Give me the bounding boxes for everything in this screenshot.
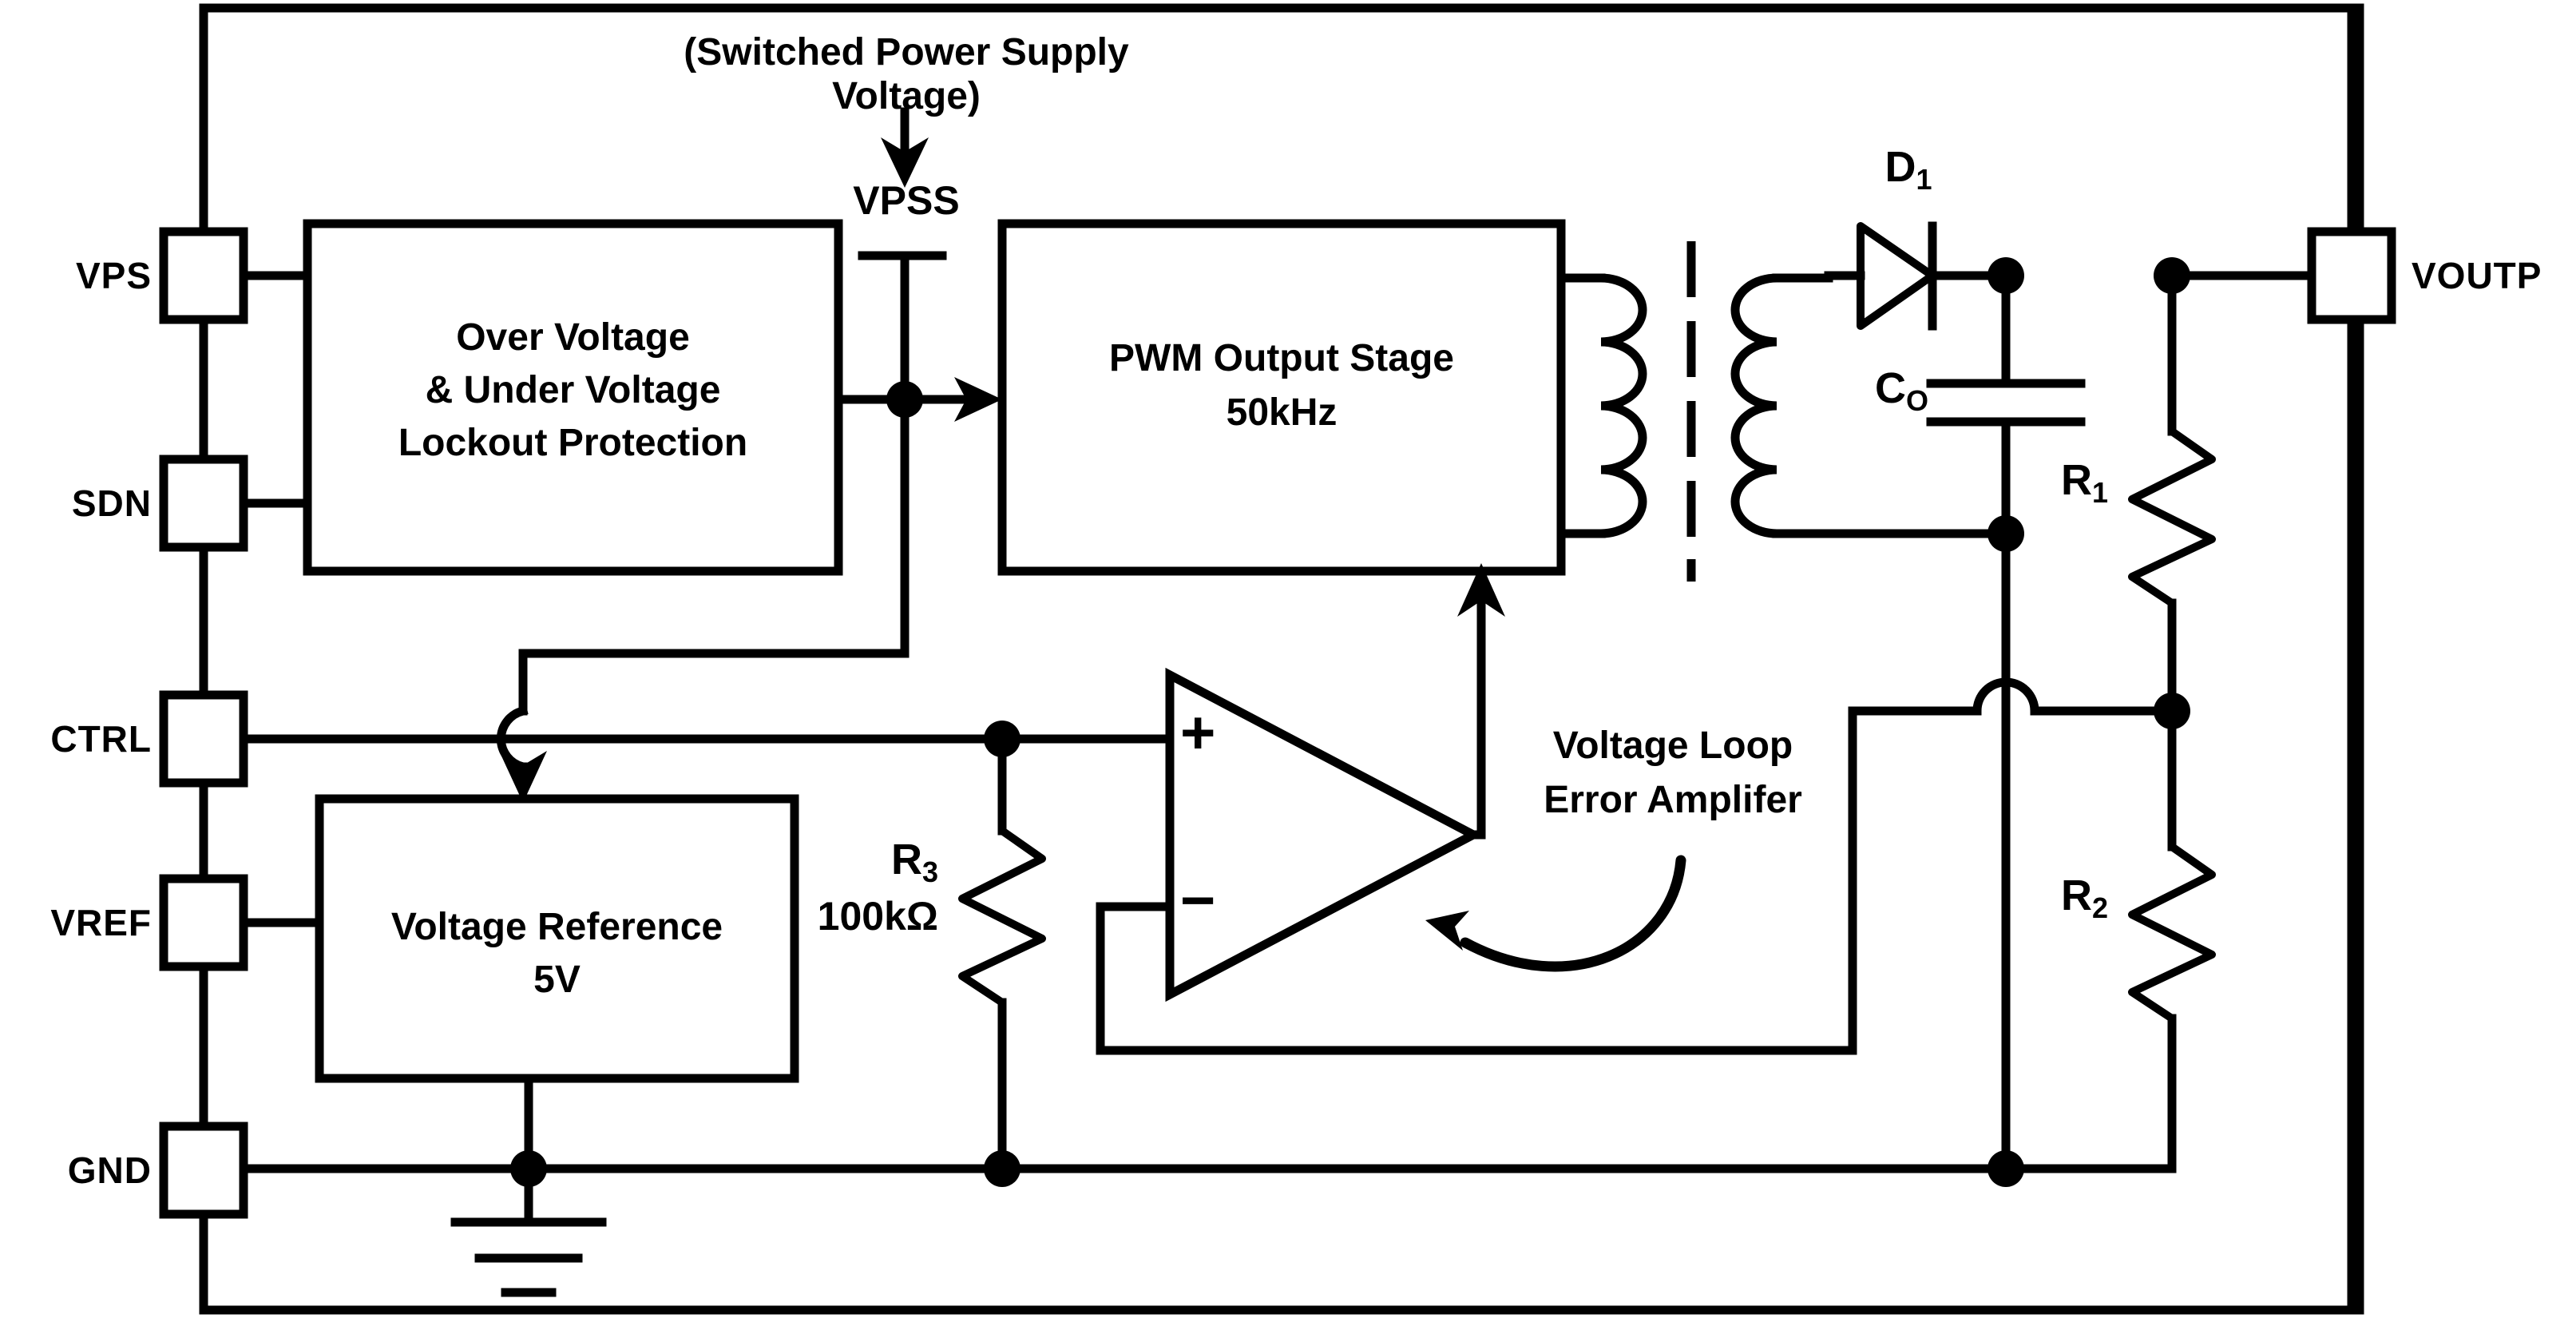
resistor-r3-value-text: 100kΩ bbox=[817, 894, 938, 939]
pin-label-sdn: SDN bbox=[16, 482, 152, 525]
pin-label-vref: VREF bbox=[5, 901, 152, 944]
pin-label-vref-text: VREF bbox=[50, 902, 152, 943]
block-vref-line1: Voltage Reference bbox=[390, 906, 723, 948]
resistor-r2-sub: 2 bbox=[2091, 891, 2108, 925]
diode-d1 bbox=[1824, 221, 2011, 331]
capacitor-co bbox=[1926, 257, 2086, 1187]
vpss-rail-text: VPSS bbox=[853, 178, 960, 223]
error-amp-line1: Voltage Loop bbox=[1552, 725, 1793, 767]
diode-d1-ref: D bbox=[1884, 143, 1916, 191]
resistor-r2-ref: R bbox=[2060, 871, 2092, 919]
pin-pad-voutp[interactable] bbox=[2167, 3, 2396, 1315]
pin-label-ctrl-text: CTRL bbox=[50, 718, 152, 760]
block-protection-line3: Lockout Protection bbox=[398, 422, 748, 465]
opamp-minus-sign: − bbox=[1180, 871, 1244, 931]
supply-annotation-text: (Switched Power Supply Voltage) bbox=[684, 31, 1129, 117]
resistor-r2 bbox=[2128, 693, 2216, 1173]
diode-d1-sub: 1 bbox=[1916, 163, 1932, 197]
pin-pad-sdn[interactable] bbox=[159, 455, 312, 552]
block-pwm-line1: PWM Output Stage bbox=[1109, 337, 1454, 379]
pin-label-vps-text: VPS bbox=[75, 255, 152, 296]
resistor-r1 bbox=[2128, 257, 2216, 716]
pin-pad-ctrl[interactable] bbox=[159, 690, 1007, 788]
block-pwm-output-stage[interactable] bbox=[997, 219, 1566, 576]
pin-label-gnd: GND bbox=[8, 1149, 152, 1192]
block-protection-line1: Over Voltage bbox=[456, 316, 690, 359]
diode-d1-label: D1 bbox=[1837, 142, 1980, 197]
block-protection[interactable] bbox=[303, 219, 843, 576]
pin-label-voutp: VOUTP bbox=[2412, 254, 2576, 297]
resistor-r3-ref: R bbox=[890, 836, 922, 883]
pin-label-sdn-text: SDN bbox=[71, 482, 152, 524]
pin-label-ctrl: CTRL bbox=[8, 717, 152, 760]
resistor-r1-sub: 1 bbox=[2091, 476, 2108, 510]
resistor-r3-label: R3 bbox=[779, 835, 938, 889]
block-pwm-label: PWM Output Stage 50kHz bbox=[1002, 332, 1561, 440]
transformer bbox=[1556, 241, 2011, 582]
block-protection-line2: & Under Voltage bbox=[425, 369, 721, 412]
arrow-vpss-to-vref bbox=[499, 751, 547, 803]
error-amplifier-annotation: Voltage Loop Error Amplifer bbox=[1505, 719, 1841, 828]
error-amp-line2: Error Amplifer bbox=[1544, 779, 1802, 822]
capacitor-co-ref: C bbox=[1874, 364, 1906, 412]
resistor-r3-value: 100kΩ bbox=[763, 893, 938, 939]
resistor-r3 bbox=[958, 721, 1046, 1187]
pin-label-voutp-text: VOUTP bbox=[2412, 255, 2542, 296]
pin-pad-vref[interactable] bbox=[159, 874, 324, 971]
supply-annotation-label: (Switched Power Supply Voltage) bbox=[635, 30, 1178, 118]
op-amp-error-amplifier[interactable] bbox=[997, 570, 1486, 1003]
ground-symbol bbox=[450, 1074, 607, 1297]
pin-label-gnd-text: GND bbox=[67, 1149, 152, 1191]
opamp-plus-sign: + bbox=[1180, 703, 1244, 764]
arrow-supply-annotation bbox=[881, 107, 929, 188]
block-voltage-reference[interactable] bbox=[315, 794, 799, 1083]
pin-pad-vps[interactable] bbox=[159, 227, 312, 324]
vpss-rail bbox=[518, 251, 947, 788]
opamp-minus-text: − bbox=[1180, 867, 1216, 935]
wire-hop-feedback-over-co bbox=[1972, 677, 2039, 716]
block-vref-line2: 5V bbox=[533, 959, 581, 1002]
arrow-vpss-to-pwm bbox=[900, 377, 1002, 422]
annotation-curved-arrow bbox=[1425, 855, 1686, 972]
resistor-r2-label: R2 bbox=[1980, 871, 2108, 925]
vpss-rail-label: VPSS bbox=[799, 177, 1014, 224]
pin-pad-gnd[interactable] bbox=[159, 1122, 2011, 1219]
resistor-r1-ref: R bbox=[2060, 456, 2092, 504]
capacitor-co-sub: O bbox=[1905, 384, 1928, 418]
feedback-path bbox=[1096, 706, 2177, 1055]
block-protection-label: Over Voltage & Under Voltage Lockout Pro… bbox=[307, 312, 838, 470]
resistor-r3-sub: 3 bbox=[921, 856, 938, 889]
block-vref-label: Voltage Reference 5V bbox=[319, 901, 795, 1006]
arrow-erroramp-to-pwm bbox=[1457, 563, 1505, 617]
block-pwm-line2: 50kHz bbox=[1226, 391, 1338, 435]
opamp-plus-text: + bbox=[1180, 699, 1216, 767]
pin-label-vps: VPS bbox=[16, 254, 152, 297]
resistor-r1-label: R1 bbox=[1980, 455, 2108, 510]
capacitor-co-label: CO bbox=[1801, 363, 1928, 418]
